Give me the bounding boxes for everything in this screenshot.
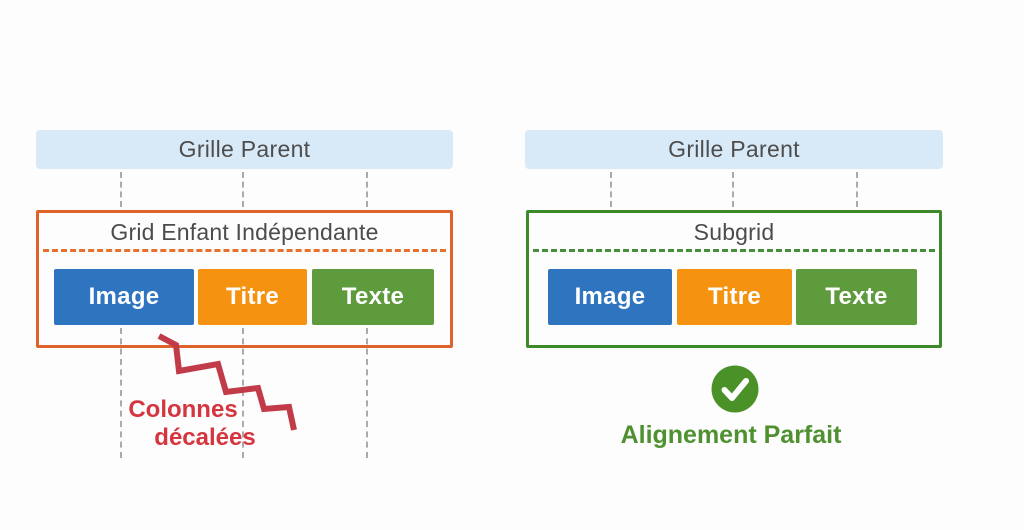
right-cell-texte: Texte <box>796 269 917 325</box>
right-parent-grid-label: Grille Parent <box>668 136 800 162</box>
left-column-guide-2-top <box>242 172 244 207</box>
right-cell-texte-label: Texte <box>825 283 888 310</box>
right-annotation: Alignement Parfait <box>620 421 842 449</box>
left-cell-texte: Texte <box>312 269 434 325</box>
left-parent-grid-bar: Grille Parent <box>36 130 453 169</box>
left-cell-image-label: Image <box>88 283 160 310</box>
right-parent-grid-bar: Grille Parent <box>525 130 943 169</box>
left-column-guide-1-bottom <box>120 328 122 458</box>
right-cell-image: Image <box>548 269 672 325</box>
right-cell-titre: Titre <box>677 269 792 325</box>
subgrid-frame: Subgrid <box>526 210 942 348</box>
left-column-guide-3-bottom <box>366 328 368 458</box>
right-cell-titre-label: Titre <box>707 283 762 310</box>
subgrid-title: Subgrid <box>693 219 775 245</box>
right-column-guide-2-top <box>732 172 734 207</box>
left-frame-dashed-separator <box>43 249 446 252</box>
left-cell-titre-label: Titre <box>225 283 280 310</box>
left-cell-titre: Titre <box>198 269 307 325</box>
right-column-guide-3-top <box>856 172 858 207</box>
left-cell-texte-label: Texte <box>341 283 405 310</box>
left-parent-grid-label: Grille Parent <box>178 136 311 162</box>
left-annotation-line2: décalées <box>154 424 256 451</box>
right-frame-dashed-separator <box>533 249 935 252</box>
check-circle-icon <box>711 365 759 413</box>
right-cell-image-label: Image <box>574 283 646 310</box>
independent-child-grid-title: Grid Enfant Indépendante <box>110 219 379 245</box>
left-column-guide-1-top <box>120 172 122 207</box>
right-column-guide-1-top <box>610 172 612 207</box>
left-column-guide-3-top <box>366 172 368 207</box>
left-cell-image: Image <box>54 269 194 325</box>
left-annotation-line1: Colonnes <box>128 396 238 423</box>
